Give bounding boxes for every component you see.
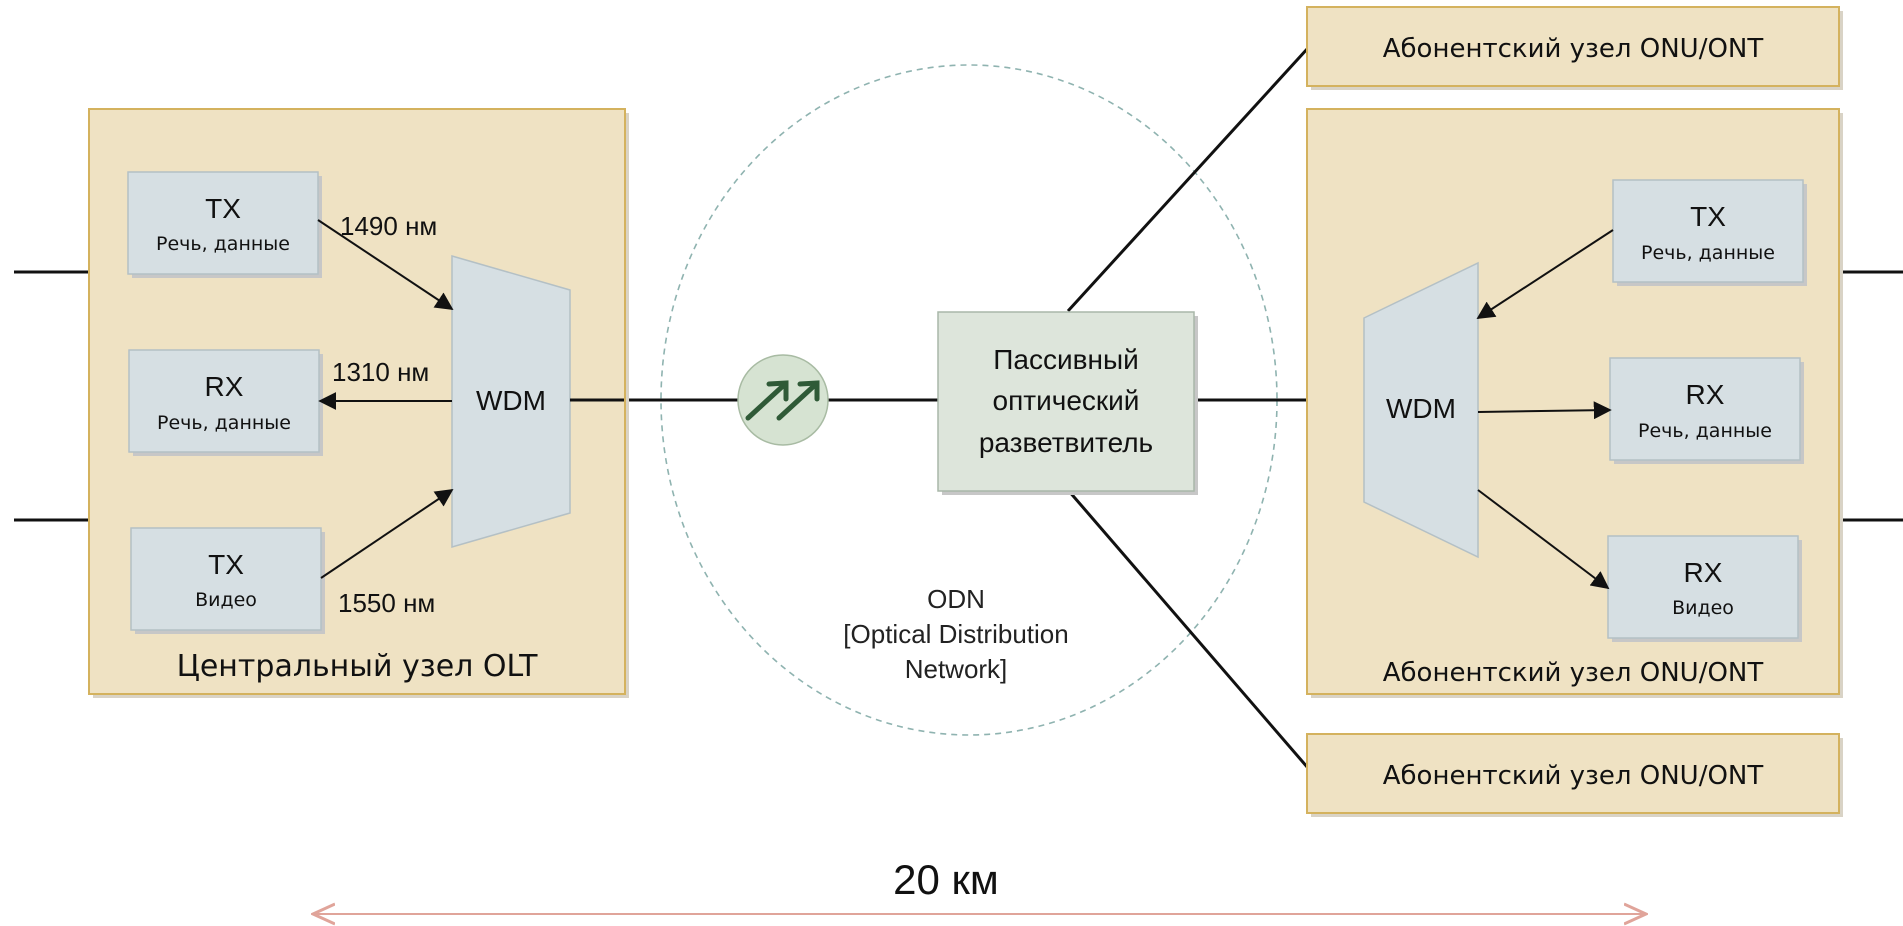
onu-rx-video-box <box>1607 535 1799 639</box>
olt-arrow-1550 <box>320 488 454 579</box>
olt-tx-video-box <box>130 527 322 631</box>
olt-rx-voice-box <box>128 349 320 453</box>
onu-rx-voice-box <box>1609 357 1801 461</box>
wavelength-1550: 1550 нм <box>338 588 435 618</box>
olt-wdm-label: WDM <box>476 385 546 416</box>
double-arrow-icon <box>745 380 820 421</box>
onu-tx-voice-box <box>1612 179 1804 283</box>
olt-tx-voice-sub: Речь, данные <box>156 233 290 255</box>
splitter-line-2: оптический <box>993 385 1140 416</box>
splitter-line-3: разветвитель <box>979 427 1153 458</box>
onu-rx-video-label: RX <box>1684 557 1723 588</box>
onu-rx-video-sub: Видео <box>1672 597 1734 619</box>
onu-arrow-rx-voice <box>1477 401 1612 420</box>
olt-rx-voice-label: RX <box>205 371 244 402</box>
onu-tx-voice-sub: Речь, данные <box>1641 242 1775 264</box>
olt-title: Центральный узел OLT <box>177 649 539 684</box>
olt-tx-video-label: TX <box>208 549 244 580</box>
odn-label-line-3: Network] <box>905 654 1008 684</box>
wavelength-1310: 1310 нм <box>332 357 429 387</box>
odn-label-line-1: ODN <box>927 584 985 614</box>
odn-label-line-2: [Optical Distribution <box>843 619 1068 649</box>
drop-fiber-bottom <box>1066 489 1310 769</box>
onu-wdm-label: WDM <box>1386 393 1456 424</box>
onu-main-title: Абонентский узел ONU/ONT <box>1383 658 1764 688</box>
onu-rx-voice-label: RX <box>1686 379 1725 410</box>
onu-top-title: Абонентский узел ONU/ONT <box>1383 34 1764 64</box>
amplifier-icon <box>737 354 829 446</box>
distance-label: 20 км <box>893 856 999 903</box>
onu-bottom-panel <box>1306 733 1840 814</box>
splitter-line-1: Пассивный <box>993 344 1138 375</box>
olt-rx-voice-sub: Речь, данные <box>157 412 291 434</box>
onu-top-panel <box>1306 6 1840 87</box>
onu-bottom-title: Абонентский узел ONU/ONT <box>1383 761 1764 791</box>
passive-splitter-box <box>937 311 1195 492</box>
wavelength-1490: 1490 нм <box>340 211 437 241</box>
olt-tx-voice-label: TX <box>205 193 241 224</box>
olt-wdm-block <box>451 255 571 548</box>
onu-arrow-tx <box>1476 229 1614 319</box>
olt-tx-video-sub: Видео <box>195 589 257 611</box>
olt-tx-voice-box <box>127 171 319 275</box>
onu-arrow-rx-video <box>1477 489 1610 590</box>
drop-fiber-top <box>1066 46 1310 313</box>
onu-wdm-block <box>1363 261 1479 559</box>
onu-tx-voice-label: TX <box>1690 201 1726 232</box>
onu-rx-voice-sub: Речь, данные <box>1638 420 1772 442</box>
olt-arrow-1490 <box>317 219 454 310</box>
